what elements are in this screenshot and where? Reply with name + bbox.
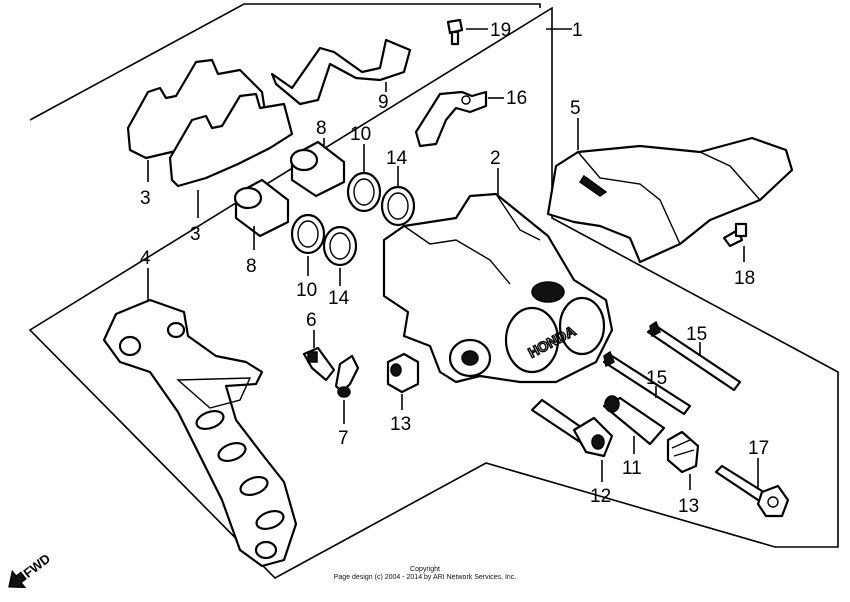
callout-14-lower: 14 xyxy=(328,288,350,309)
callout-5: 5 xyxy=(570,98,581,119)
callout-14-upper: 14 xyxy=(386,148,408,169)
callout-4: 4 xyxy=(140,248,151,269)
part-13-boot-right xyxy=(666,430,700,474)
callout-1: 1 xyxy=(572,20,583,41)
part-10-seal-upper xyxy=(346,171,382,213)
callout-9: 9 xyxy=(378,92,389,113)
part-7-bleeder-cap xyxy=(334,354,360,398)
callout-2: 2 xyxy=(490,148,501,169)
callout-19: 19 xyxy=(490,20,511,41)
part-15-pin-upper xyxy=(646,320,742,392)
fwd-direction-indicator: FWD xyxy=(8,551,54,589)
assembly-boundary xyxy=(28,3,839,579)
callout-13-right: 13 xyxy=(678,496,699,517)
part-14-seal-lower xyxy=(322,225,358,267)
part-6-bleeder-valve xyxy=(302,346,336,382)
callout-3-rear: 3 xyxy=(140,188,151,209)
part-12-pin-sleeve xyxy=(530,398,614,458)
part-8-piston-lower xyxy=(233,178,290,238)
part-13-boot-left xyxy=(386,352,420,394)
part-5-caliper-cover xyxy=(546,136,794,264)
part-15-pin-lower xyxy=(602,350,692,416)
copyright-line-1: Copyright xyxy=(410,566,440,573)
part-3-pad-front xyxy=(168,92,294,188)
callout-15-lower: 15 xyxy=(646,368,667,389)
arrow-left-icon xyxy=(8,569,27,589)
callout-7: 7 xyxy=(338,428,349,449)
copyright-line-2: Page design (c) 2004 - 2014 by ARI Netwo… xyxy=(333,574,517,581)
callout-8-lower: 8 xyxy=(246,256,257,277)
callout-3-front: 3 xyxy=(190,224,201,245)
part-9-bracket xyxy=(270,38,412,106)
callout-11: 11 xyxy=(622,458,642,479)
callout-16: 16 xyxy=(506,88,527,109)
part-19-bolt xyxy=(446,18,464,46)
part-18-bolt xyxy=(722,222,748,248)
callout-12: 12 xyxy=(590,486,611,507)
part-2-caliper-body: HONDA xyxy=(382,192,614,384)
callout-10-upper: 10 xyxy=(350,124,371,145)
callout-6: 6 xyxy=(306,310,317,331)
part-10-seal-lower xyxy=(290,213,326,255)
part-8-piston-upper xyxy=(289,140,346,198)
part-11-sleeve xyxy=(602,395,666,446)
callout-10-lower: 10 xyxy=(296,280,317,301)
copyright-notice: Copyright Page design (c) 2004 - 2014 by… xyxy=(300,566,550,582)
callout-18: 18 xyxy=(734,268,755,289)
callout-8-upper: 8 xyxy=(316,118,327,139)
part-14-seal-upper xyxy=(380,185,416,227)
fwd-label: FWD xyxy=(21,551,54,581)
part-16-clip xyxy=(414,90,488,148)
part-4-caliper-bracket xyxy=(102,298,298,568)
callout-15-upper: 15 xyxy=(686,324,707,345)
part-17-bolt xyxy=(714,464,790,518)
part-3-pad-rear xyxy=(126,58,268,160)
callout-17: 17 xyxy=(748,438,769,459)
callout-13-left: 13 xyxy=(390,414,411,435)
